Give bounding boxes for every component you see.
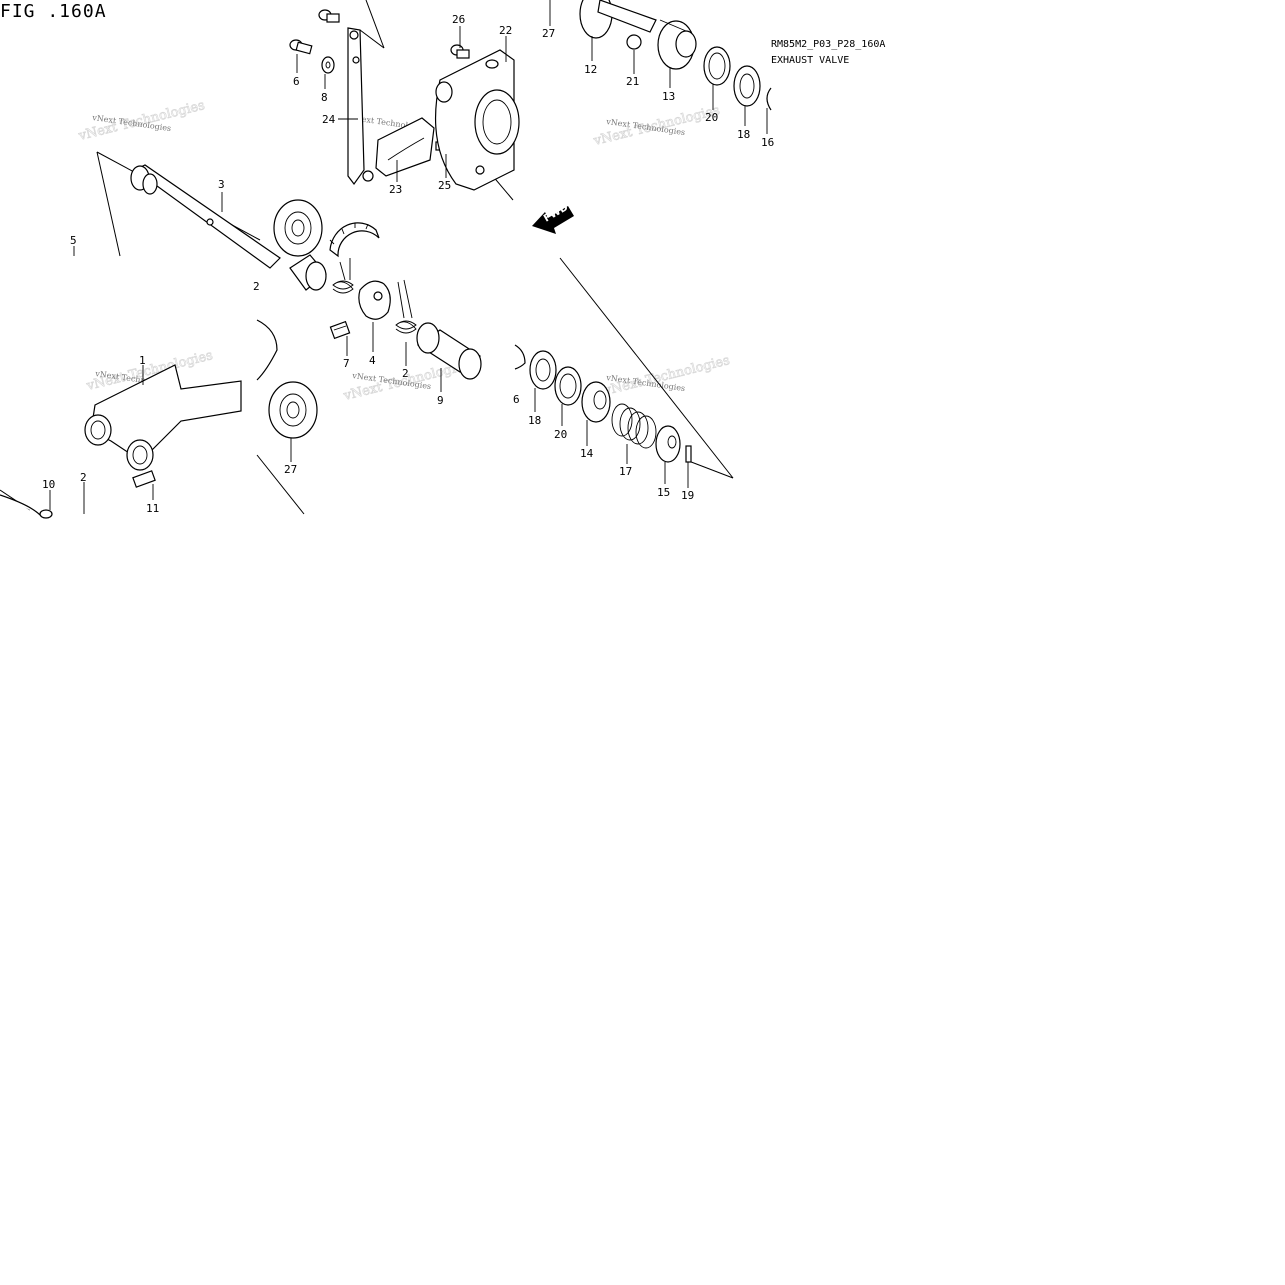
holder (657, 19, 697, 70)
callout-number: 1 (139, 354, 146, 367)
ball (626, 34, 642, 50)
valve-housing (435, 49, 520, 191)
callout-number: 10 (42, 478, 55, 491)
cover-fragment (0, 319, 278, 519)
callout-number: 6 (293, 75, 300, 88)
seal (766, 87, 772, 111)
callout-number: 3 (218, 178, 225, 191)
callout-number: 12 (584, 63, 597, 76)
bearing (268, 381, 318, 439)
figure-label: FIG .160A (0, 1, 107, 22)
valve-bracket (84, 364, 242, 471)
callout-number: 20 (705, 111, 718, 124)
callout-number: 20 (554, 428, 567, 441)
fwd-arrow-icon: FWD (532, 202, 574, 234)
bolt (132, 470, 156, 488)
collar (289, 254, 327, 291)
torsion-spring (395, 279, 417, 334)
callout-number: 27 (284, 463, 297, 476)
torsion-spring (332, 258, 354, 294)
diagram-code: RM85M2_P03_P28_160A (771, 39, 885, 50)
bolt (329, 320, 351, 340)
lever (347, 27, 374, 186)
callout-number: 17 (619, 465, 632, 478)
retainer (655, 425, 681, 463)
bracket (375, 117, 435, 177)
washer (733, 65, 761, 107)
callout-number: 18 (737, 128, 750, 141)
valve-drum (579, 0, 657, 39)
callout-number: 27 (542, 27, 555, 40)
callout-number: 25 (438, 179, 451, 192)
callout-number: 18 (528, 414, 541, 427)
callout-number: 13 (662, 90, 675, 103)
callout-number: 4 (369, 354, 376, 367)
exhaust-valve-shaft (130, 164, 281, 269)
callout-number: 2 (253, 280, 260, 293)
callout-number: 26 (452, 13, 465, 26)
callout-number: 6 (513, 393, 520, 406)
callout-number: 21 (626, 75, 639, 88)
callout-numbers: 1 2 2 2 3 4 5 6 6 7 8 9 10 11 12 13 14 1… (42, 13, 774, 515)
callout-number: 14 (580, 447, 594, 460)
callout-number: 23 (389, 183, 402, 196)
washer (321, 56, 335, 74)
pin (685, 445, 692, 463)
needle-bearing (703, 46, 731, 86)
callout-number: 7 (343, 357, 350, 370)
seal (514, 344, 526, 370)
compression-spring (611, 403, 657, 449)
washer (529, 350, 557, 390)
callout-number: 15 (657, 486, 670, 499)
callout-number: 11 (146, 502, 159, 515)
callout-number: 22 (499, 24, 512, 37)
callout-number: 2 (402, 367, 409, 380)
callout-number: 19 (681, 489, 694, 502)
callout-number: 8 (321, 91, 328, 104)
gear (329, 222, 380, 258)
leader-lines (49, 0, 768, 514)
callout-number: 16 (761, 136, 774, 149)
bolt (289, 39, 313, 55)
callout-number: 9 (437, 394, 444, 407)
callout-number: 2 (80, 471, 87, 484)
spring-seat (581, 381, 611, 423)
callout-number: 5 (70, 234, 77, 247)
callout-number: 24 (322, 113, 336, 126)
bolt (318, 9, 340, 23)
sleeve (416, 322, 482, 380)
valve-cam (358, 280, 391, 320)
section-title: EXHAUST VALVE (771, 55, 849, 66)
needle-bearing (554, 366, 582, 406)
bearing (273, 199, 323, 257)
